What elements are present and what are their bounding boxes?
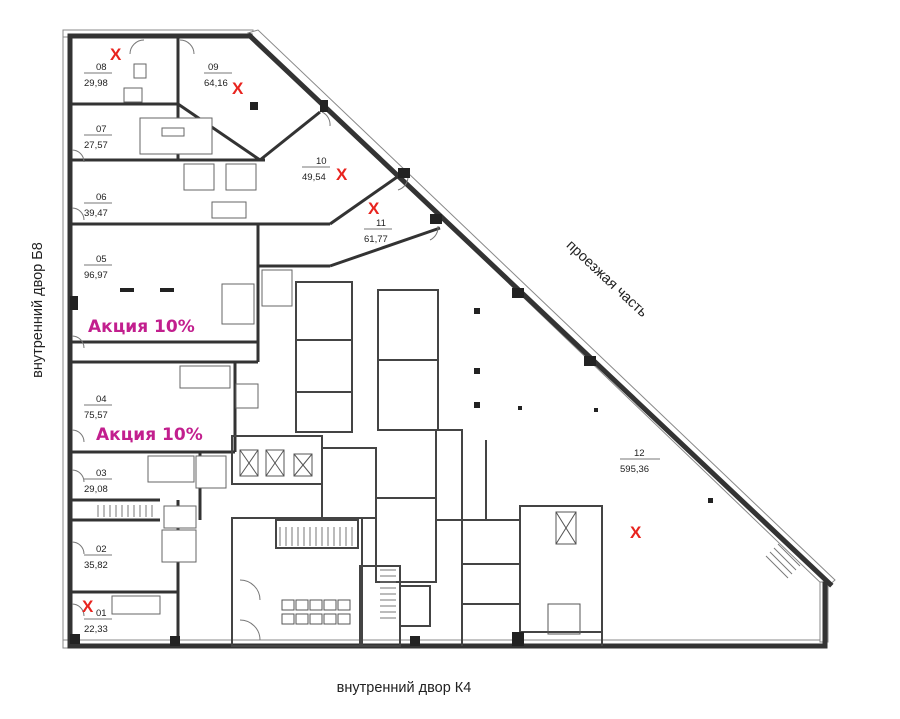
unit-06-label[interactable]: 06 39,47 <box>84 192 112 219</box>
sold-mark-10: X <box>336 165 348 184</box>
svg-text:04: 04 <box>96 394 107 405</box>
sold-mark-01: X <box>82 597 94 616</box>
svg-text:39,47: 39,47 <box>84 208 108 219</box>
sold-mark-11: X <box>368 199 380 218</box>
left-courtyard-label: внутренний двор Б8 <box>30 242 46 378</box>
columns <box>70 100 713 646</box>
svg-text:11: 11 <box>376 218 386 229</box>
unit-05-label[interactable]: 05 96,97 <box>84 254 112 281</box>
svg-text:09: 09 <box>208 62 219 73</box>
svg-text:07: 07 <box>96 124 107 135</box>
sold-markers: X X X X X X <box>82 45 642 616</box>
sold-mark-12: X <box>630 523 642 542</box>
svg-text:61,77: 61,77 <box>364 234 388 245</box>
svg-text:96,97: 96,97 <box>84 270 108 281</box>
svg-text:29,98: 29,98 <box>84 78 108 89</box>
svg-text:01: 01 <box>96 608 107 619</box>
unit-09-label[interactable]: 09 64,16 <box>204 62 232 89</box>
svg-text:75,57: 75,57 <box>84 410 108 421</box>
svg-text:27,57: 27,57 <box>84 140 108 151</box>
sold-mark-08: X <box>110 45 122 64</box>
promo-labels: Акция 10% Акция 10% <box>88 317 203 445</box>
unit-01-label[interactable]: 01 22,33 <box>84 608 112 635</box>
svg-text:06: 06 <box>96 192 107 203</box>
unit-02-label[interactable]: 02 35,82 <box>84 544 112 571</box>
sold-mark-09: X <box>232 79 244 98</box>
stairs <box>97 505 801 619</box>
unit-11-label[interactable]: 11 61,77 <box>364 218 392 245</box>
door-swings <box>71 39 439 641</box>
svg-text:10: 10 <box>316 156 327 167</box>
promo-unit-04: Акция 10% <box>96 425 203 445</box>
grid-blocks <box>281 599 351 625</box>
svg-text:595,36: 595,36 <box>620 464 649 475</box>
svg-text:02: 02 <box>96 544 107 555</box>
unit-03-label[interactable]: 03 29,08 <box>84 468 112 495</box>
core-walls <box>231 281 603 647</box>
svg-text:12: 12 <box>634 448 645 459</box>
svg-text:08: 08 <box>96 62 107 73</box>
unit-partitions <box>70 36 441 646</box>
unit-07-label[interactable]: 07 27,57 <box>84 124 112 151</box>
svg-text:29,08: 29,08 <box>84 484 108 495</box>
unit-04-label[interactable]: 04 75,57 <box>84 394 112 421</box>
unit-08-label[interactable]: 08 29,98 <box>84 62 112 89</box>
svg-text:35,82: 35,82 <box>84 560 108 571</box>
lift-shafts <box>239 449 581 635</box>
svg-text:64,16: 64,16 <box>204 78 228 89</box>
svg-text:05: 05 <box>96 254 107 265</box>
svg-text:03: 03 <box>96 468 107 479</box>
svg-text:22,33: 22,33 <box>84 624 108 635</box>
unit-10-label[interactable]: 10 49,54 <box>302 156 330 183</box>
unit-labels: 08 29,98 09 64,16 07 27,57 10 49,54 06 3… <box>84 62 660 635</box>
promo-unit-05: Акция 10% <box>88 317 195 337</box>
roadway-label: проезжая часть <box>563 237 651 320</box>
unit-12-label[interactable]: 12 595,36 <box>620 448 660 475</box>
svg-text:49,54: 49,54 <box>302 172 326 183</box>
sanitary-fixtures <box>111 63 293 615</box>
bottom-courtyard-label: внутренний двор К4 <box>337 680 472 696</box>
